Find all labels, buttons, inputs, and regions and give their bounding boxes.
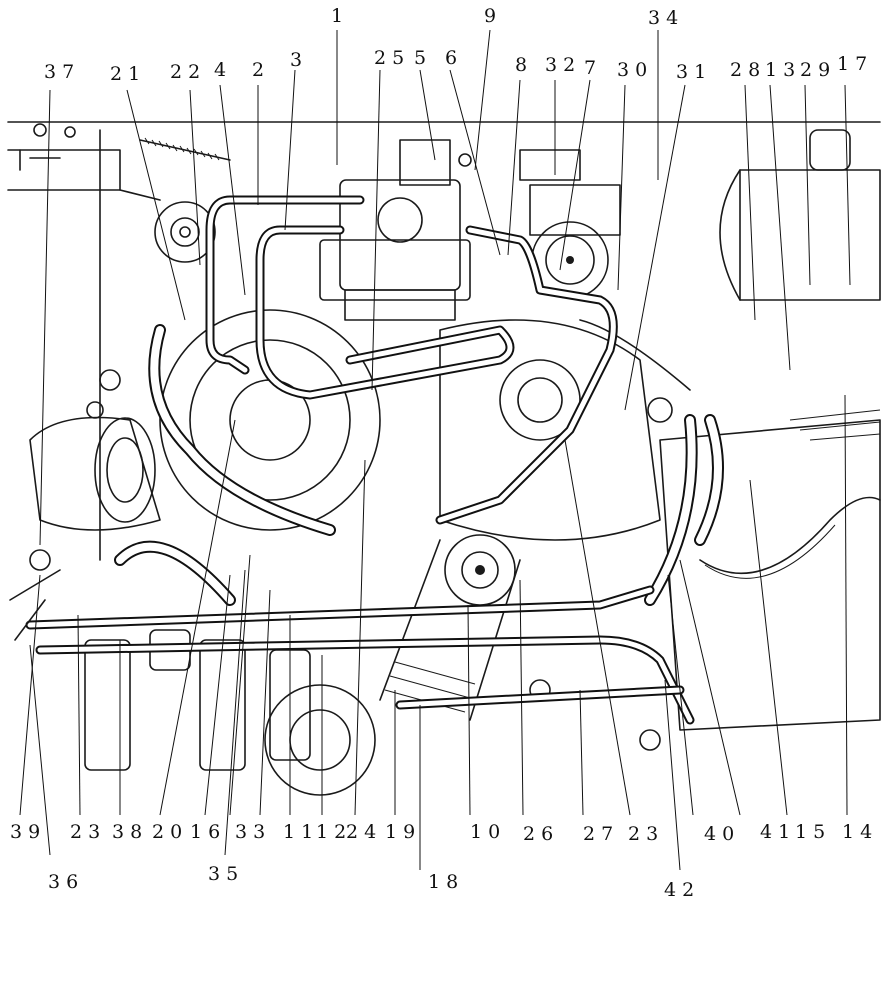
hydraulic-tubes: [205, 195, 618, 525]
callout-30: 3 0: [617, 59, 647, 81]
callout-39: 3 9: [10, 821, 40, 843]
callout-38: 3 8: [112, 821, 142, 843]
callout-35: 3 5: [208, 863, 238, 885]
callout-34: 3 4: [648, 7, 678, 29]
callout-16: 1 6: [190, 821, 220, 843]
callout-3: 3: [290, 49, 302, 71]
callout-12: 1 2: [316, 821, 346, 843]
callout-18: 1 8: [428, 871, 458, 893]
callout-2: 2: [252, 59, 264, 81]
callout-22: 2 2: [170, 61, 200, 83]
callout-9: 9: [484, 5, 496, 27]
callout-1: 1: [331, 5, 343, 27]
callout-6: 6: [445, 47, 457, 69]
flexible-hoses: [114, 324, 724, 606]
callout-26: 2 6: [523, 823, 553, 845]
callout-20: 2 0: [152, 821, 182, 843]
callout-23a: 2 3: [70, 821, 100, 843]
callout-37: 3 7: [44, 61, 74, 83]
callout-13: 1 3: [765, 59, 795, 81]
callout-14: 1 4: [842, 821, 872, 843]
callout-36: 3 6: [48, 871, 78, 893]
callout-29: 2 9: [800, 59, 830, 81]
callout-19: 1 9: [385, 821, 415, 843]
callout-15: 1 5: [795, 821, 825, 843]
callout-40: 4 0: [704, 823, 734, 845]
callout-25: 2 5: [374, 47, 404, 69]
callout-33: 3 3: [235, 821, 265, 843]
callout-5: 5: [414, 47, 426, 69]
callout-7: 7: [584, 57, 596, 79]
callout-17: 1 7: [837, 53, 867, 75]
callout-42: 4 2: [664, 879, 694, 901]
callout-23b: 2 3: [628, 823, 658, 845]
callout-41: 4 1: [760, 821, 790, 843]
callout-11: 1 1: [283, 821, 313, 843]
callout-27: 2 7: [583, 823, 613, 845]
pipe-runs: [9, 569, 695, 725]
engine-illustration: [7, 121, 881, 796]
leader-lines: [19, 29, 851, 871]
callout-10: 1 0: [470, 821, 500, 843]
callout-28: 2 8: [730, 59, 760, 81]
callout-32: 3 2: [545, 54, 575, 76]
callout-4: 4: [214, 59, 226, 81]
callout-21: 2 1: [110, 63, 140, 85]
callout-8: 8: [515, 54, 527, 76]
callout-31: 3 1: [676, 61, 706, 83]
callout-24: 2 4: [346, 821, 376, 843]
callout-labels: 1 9 3 4 3 7 2 1 2 2 4 2 3 2 5 5 6 8 3 2 …: [10, 5, 872, 901]
